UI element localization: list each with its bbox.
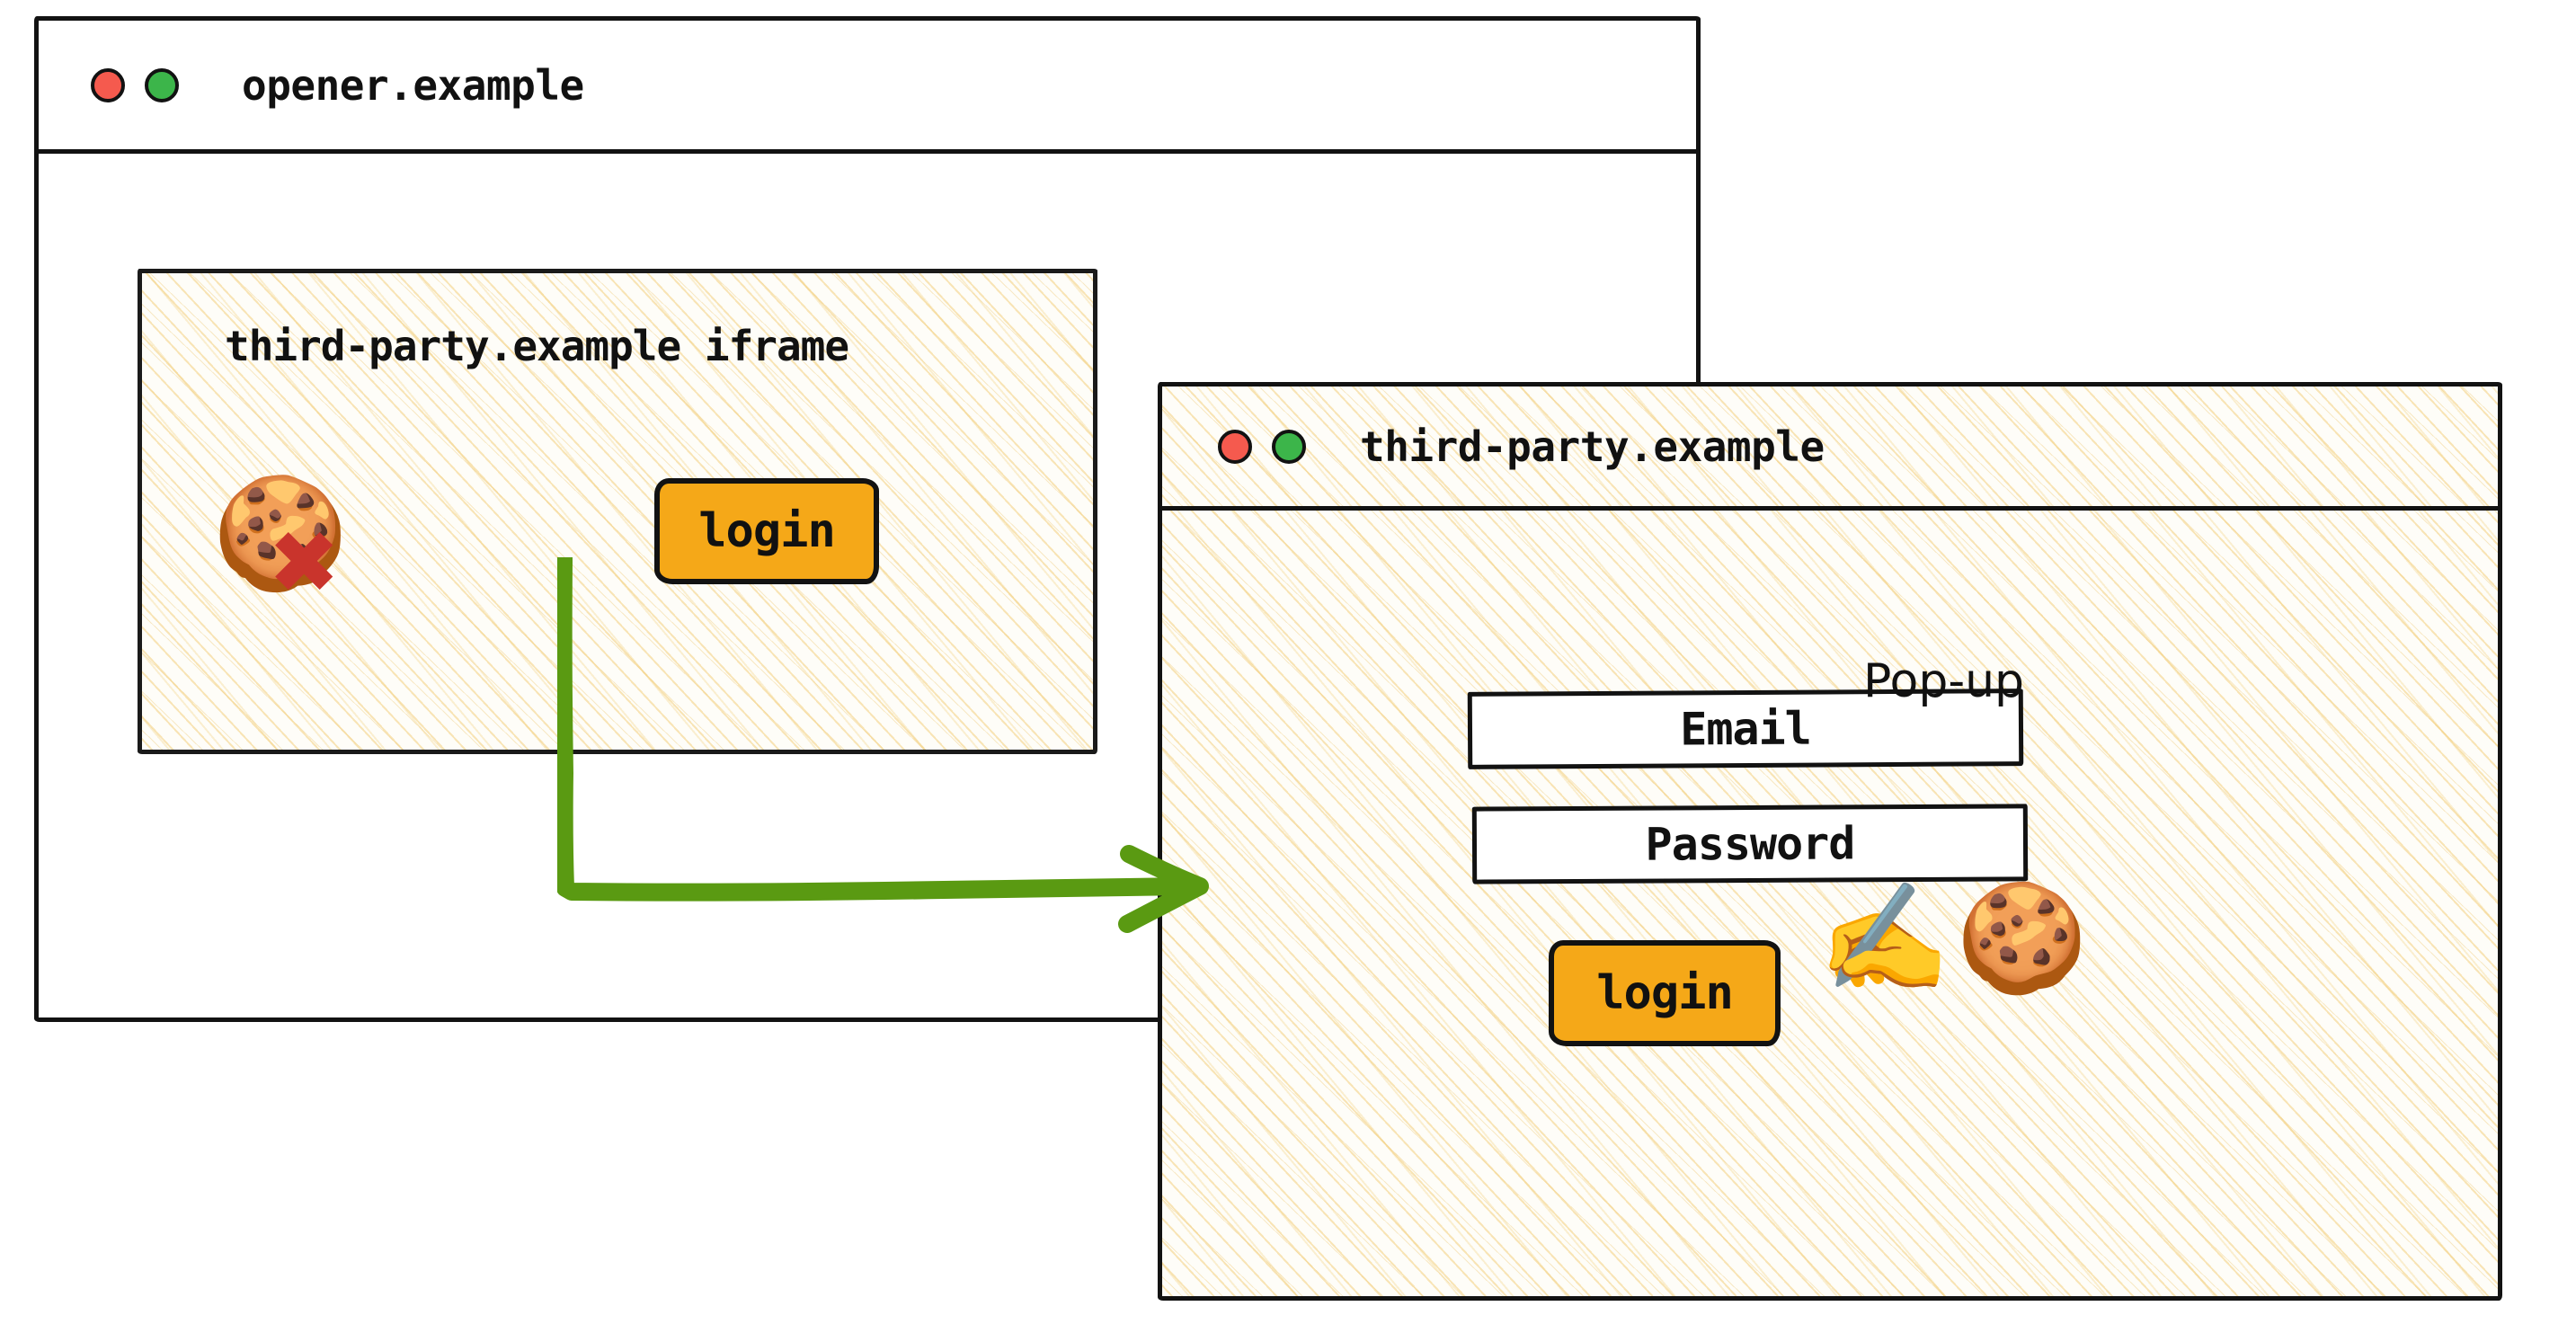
opener-window-title: opener.example <box>242 60 584 110</box>
cookie-icon: 🍪 <box>1955 875 2088 1000</box>
popup-window-content: Email Password login Pop-up ✍️ 🍪 <box>1162 511 2498 1292</box>
iframe-label: third-party.example iframe <box>225 322 849 370</box>
cookie-icon: 🍪 <box>212 469 349 597</box>
popup-login-button[interactable]: login <box>1549 940 1781 1046</box>
maximize-dot-icon[interactable] <box>1272 429 1306 464</box>
writing-hand-icon: ✍️ <box>1818 875 1950 1000</box>
cross-mark-icon: ✖ <box>268 512 341 613</box>
maximize-dot-icon[interactable] <box>145 67 179 102</box>
opener-window-controls <box>91 67 179 102</box>
close-dot-icon[interactable] <box>91 67 125 102</box>
popup-browser-window: third-party.example Email Password login… <box>1158 382 2502 1301</box>
cookie-write-group: ✍️ 🍪 <box>1818 870 2115 1005</box>
opener-titlebar: opener.example <box>39 21 1696 154</box>
iframe-login-button[interactable]: login <box>654 478 879 584</box>
close-dot-icon[interactable] <box>1218 429 1252 464</box>
popup-titlebar: third-party.example <box>1162 387 2498 511</box>
popup-window-controls <box>1218 429 1306 464</box>
popup-window-title: third-party.example <box>1360 422 1825 471</box>
blocked-cookie-group: 🍪 ✖ <box>212 478 419 640</box>
popup-annotation-label: Pop-up <box>1863 654 2025 708</box>
third-party-iframe: third-party.example iframe 🍪 ✖ login <box>138 269 1097 754</box>
